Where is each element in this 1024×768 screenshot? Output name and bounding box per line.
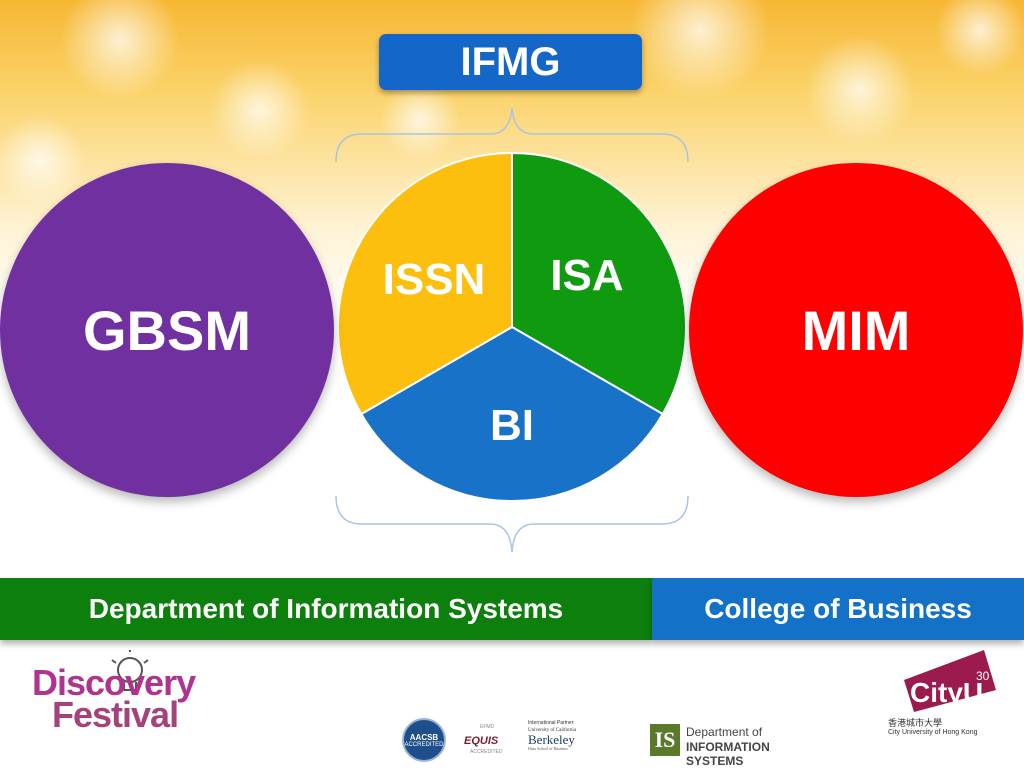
aacsb-sub: ACCREDITED bbox=[404, 741, 444, 748]
lightbulb-icon bbox=[111, 650, 149, 691]
college-label: College of Business bbox=[704, 593, 972, 624]
discovery-word: Discovery bbox=[32, 662, 196, 703]
top-brace bbox=[335, 107, 689, 163]
cityu-chinese-name: 香港城市大學 bbox=[888, 718, 943, 728]
equis-name: EQUIS bbox=[464, 735, 499, 747]
pie-chart: ISA BI ISSN bbox=[337, 151, 687, 503]
slice-label-isa: ISA bbox=[550, 251, 623, 300]
is-mark: IS bbox=[650, 724, 680, 756]
ifmg-title: IFMG bbox=[460, 39, 561, 84]
discovery-festival-logo: Discovery Festival bbox=[30, 650, 200, 735]
equis-top: EFMD bbox=[480, 724, 495, 730]
cityu-number: 30 bbox=[976, 669, 990, 683]
aacsb-name: AACSB bbox=[409, 732, 439, 742]
mim-circle: MIM bbox=[689, 163, 1023, 497]
aacsb-logo: AACSB ACCREDITED bbox=[402, 718, 446, 762]
ifmg-title-box: IFMG bbox=[379, 34, 642, 90]
festival-word: Festival bbox=[52, 694, 179, 735]
dept-logo-line2: INFORMATION SYSTEMS bbox=[686, 740, 770, 768]
berkeley-line1: International Partner: bbox=[528, 720, 575, 726]
berkeley-logo: International Partner: University of Cal… bbox=[528, 720, 588, 760]
cityu-logo: CityU 30 香港城市大學 City University of Hong … bbox=[884, 650, 1004, 742]
slice-label-bi: BI bbox=[490, 401, 534, 450]
berkeley-line4: Haas School of Business bbox=[528, 746, 568, 751]
slice-isa bbox=[511, 151, 687, 416]
mim-label: MIM bbox=[801, 298, 911, 362]
department-bar: Department of Information Systems bbox=[0, 578, 652, 640]
department-label: Department of Information Systems bbox=[88, 593, 564, 624]
cityu-english-name: City University of Hong Kong bbox=[888, 729, 978, 736]
dept-logo-line1: Department of bbox=[686, 725, 763, 739]
equis-logo: EFMD EQUIS ACCREDITED bbox=[458, 724, 514, 760]
equis-bottom: ACCREDITED bbox=[470, 749, 503, 755]
cityu-mark: CityU 30 bbox=[904, 650, 996, 712]
bottom-brace bbox=[335, 495, 689, 553]
slice-issn bbox=[337, 151, 513, 416]
berkeley-line2: University of California bbox=[528, 728, 577, 733]
berkeley-name: Berkeley bbox=[528, 732, 575, 747]
slice-label-issn: ISSN bbox=[383, 255, 486, 304]
cityu-word: CityU bbox=[910, 677, 983, 708]
dept-is-logo: IS Department of INFORMATION SYSTEMS bbox=[650, 724, 830, 768]
gbsm-label: GBSM bbox=[83, 298, 251, 362]
gbsm-circle: GBSM bbox=[0, 163, 334, 497]
college-bar: College of Business bbox=[652, 578, 1024, 640]
